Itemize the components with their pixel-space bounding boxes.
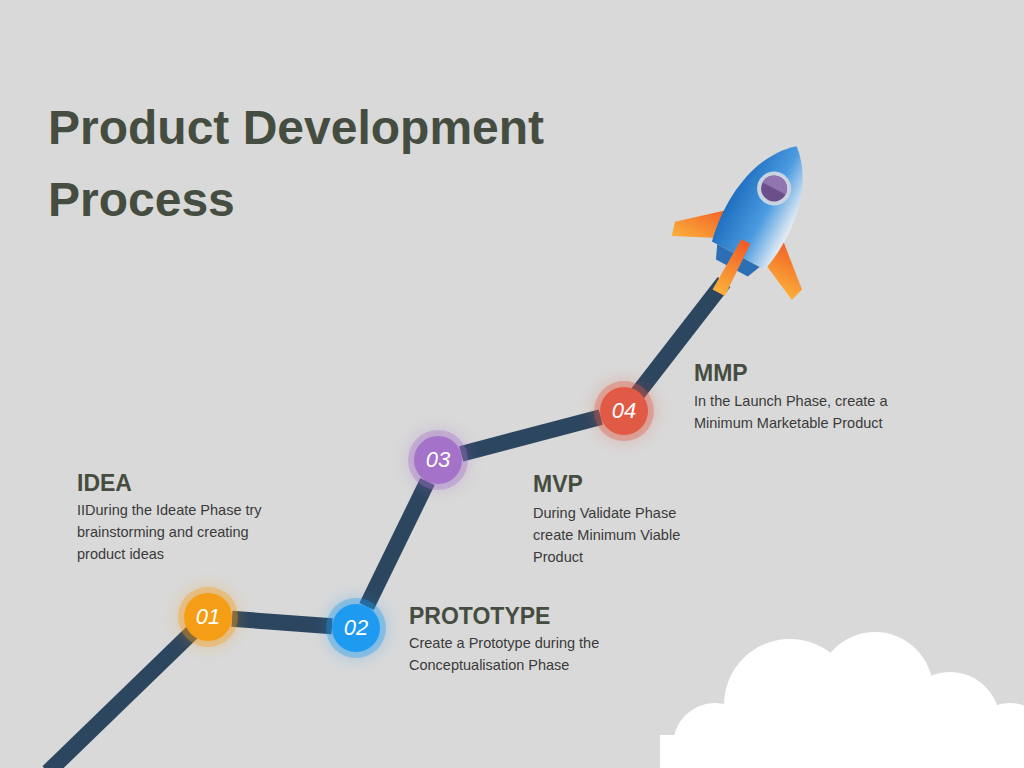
path-connector [367, 482, 428, 607]
step-circle: 04 [600, 387, 648, 435]
step-number: 01 [196, 606, 220, 628]
cloud [660, 632, 1024, 768]
rocket [655, 112, 860, 326]
step-number: 02 [344, 617, 368, 639]
rocket-window-shine [763, 171, 792, 195]
path-segment [48, 617, 208, 768]
step-heading: PROTOTYPE [409, 603, 550, 629]
rocket-window-rim [751, 166, 797, 212]
step-description: Create a Prototype during the Conceptual… [409, 632, 604, 676]
step-heading: MVP [533, 471, 583, 497]
diagram-title: Product Development Process [48, 92, 608, 236]
step-circle: 03 [414, 436, 462, 484]
path-connector [461, 417, 601, 454]
step-circle: 02 [332, 604, 380, 652]
rocket-window [757, 171, 792, 206]
step-circle: 01 [184, 593, 232, 641]
step-heading: IDEA [77, 470, 132, 496]
cloud-base [660, 735, 1024, 768]
step-heading: MMP [694, 360, 748, 386]
step-number: 03 [426, 449, 450, 471]
step-description: IIDuring the Ideate Phase try brainstorm… [77, 499, 272, 565]
step-number: 04 [612, 400, 636, 422]
path-connector [232, 619, 332, 626]
step-description: In the Launch Phase, create a Minimum Ma… [694, 390, 899, 434]
step-description: During Validate Phase create Minimum Via… [533, 502, 705, 568]
rocket-fin [713, 238, 753, 296]
